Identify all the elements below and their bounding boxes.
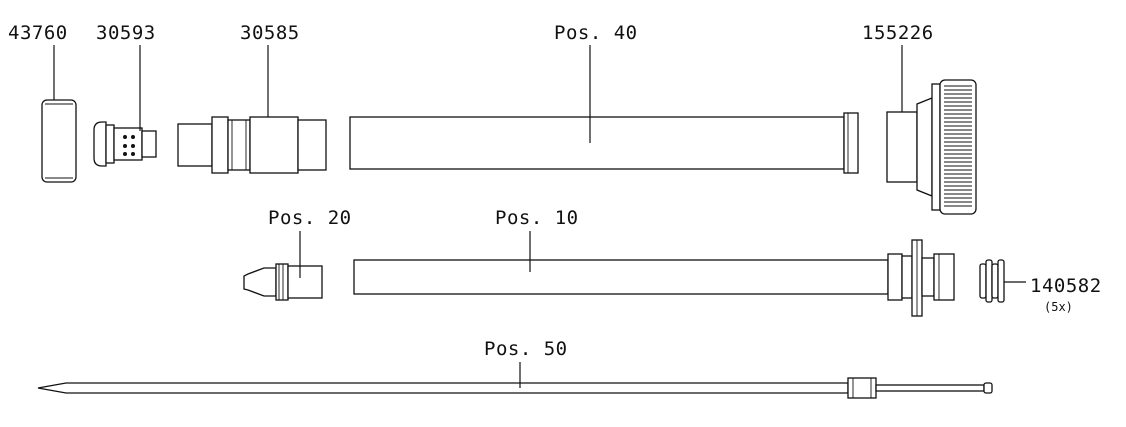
part-pos-50-needle xyxy=(37,377,993,399)
label-43760: 43760 xyxy=(8,22,68,44)
part-155226-nut xyxy=(886,79,977,215)
label-140582-quantity: (5x) xyxy=(1044,300,1073,314)
part-pos-20-nozzle xyxy=(243,263,323,301)
label-30593: 30593 xyxy=(96,22,156,44)
label-pos-40: Pos. 40 xyxy=(554,22,638,44)
label-30585: 30585 xyxy=(240,22,300,44)
label-pos-50: Pos. 50 xyxy=(484,338,568,360)
label-pos-20: Pos. 20 xyxy=(268,207,352,229)
label-155226: 155226 xyxy=(862,22,934,44)
label-pos-10: Pos. 10 xyxy=(495,207,579,229)
part-30585-sleeve xyxy=(177,116,327,174)
knurl-pattern xyxy=(944,85,972,207)
part-pos-40-tube xyxy=(349,112,859,174)
label-140582: 140582 xyxy=(1030,275,1102,297)
part-pos-10-tube xyxy=(353,239,955,317)
part-30593-valve xyxy=(93,121,157,167)
part-43760-cap xyxy=(41,99,77,183)
part-140582-seal xyxy=(979,259,1005,303)
